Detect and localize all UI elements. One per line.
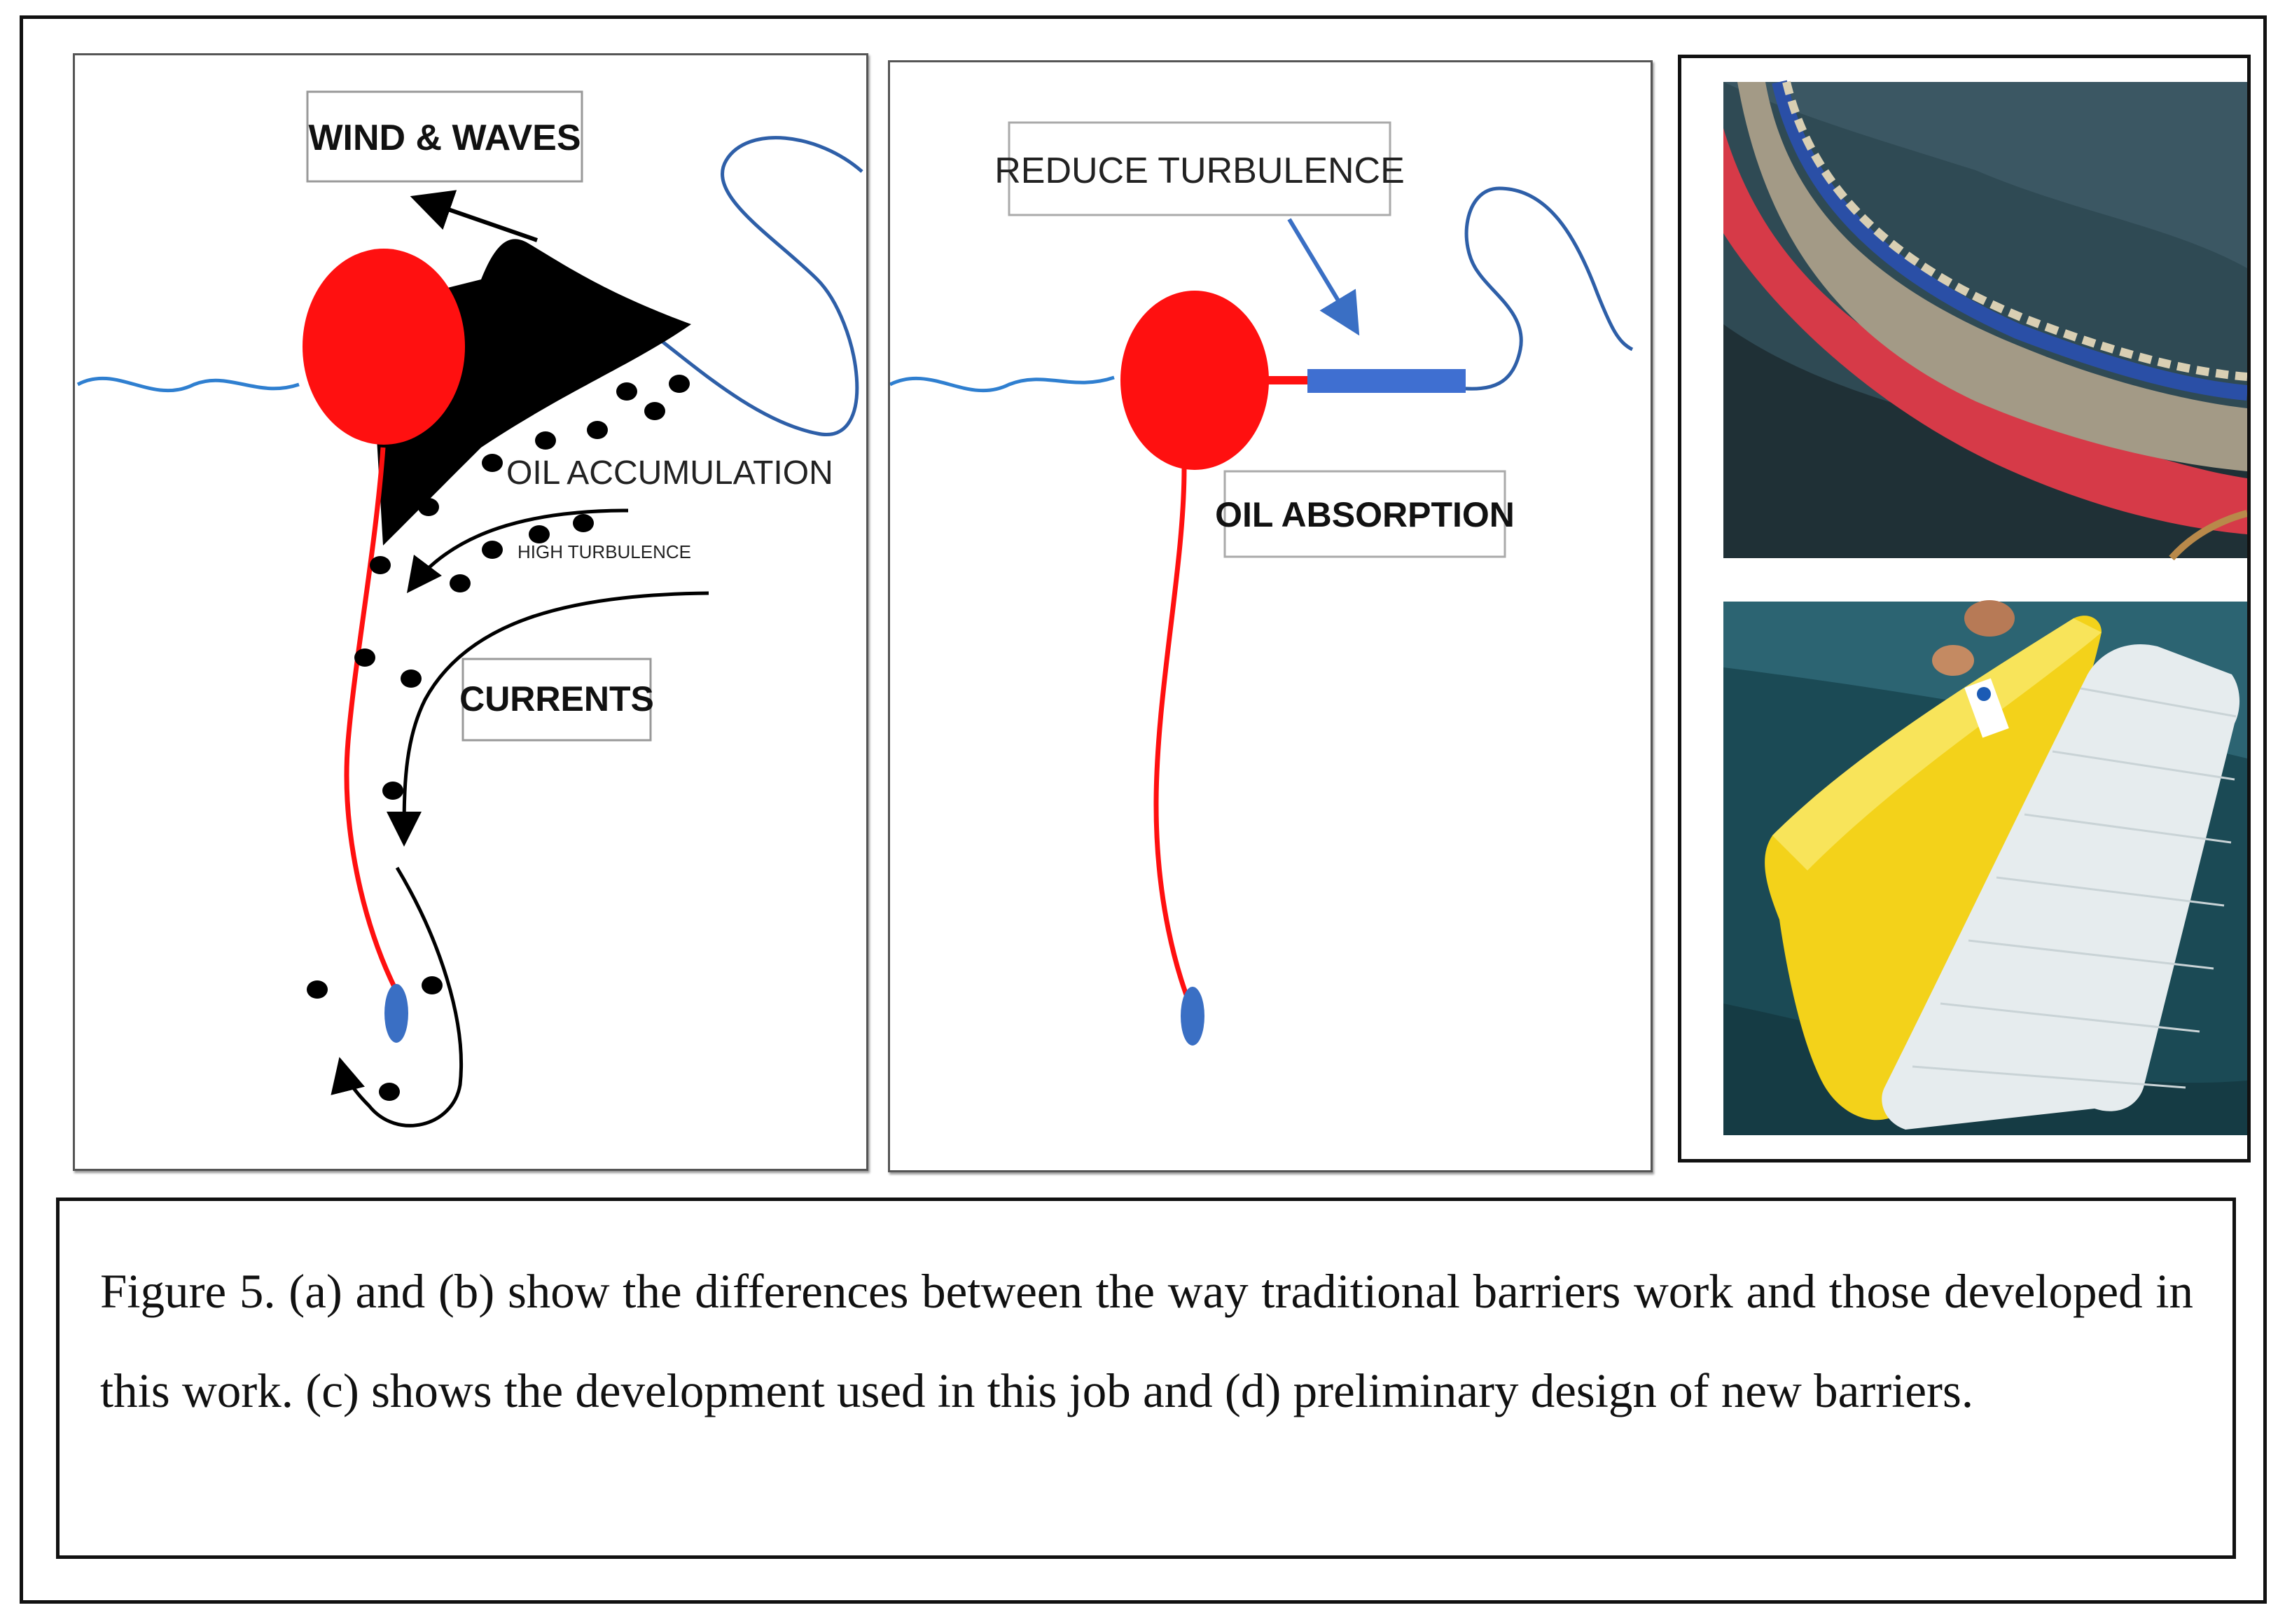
wind-label-box <box>306 90 583 183</box>
current-arrow-bottom <box>331 866 464 1127</box>
oil-droplet <box>354 648 375 667</box>
person-hand <box>1932 645 1974 676</box>
brand-label <box>1964 678 2009 738</box>
currents-label: CURRENTS <box>459 679 654 719</box>
photo-deployed-barrier <box>1723 80 2247 561</box>
water-surface-left <box>890 375 1115 393</box>
float-connector <box>1267 376 1307 384</box>
reduce-turbulence-label: REDUCE TURBULENCE <box>994 151 1405 191</box>
oil-droplet <box>587 421 608 439</box>
reduce-label-box <box>1008 121 1391 216</box>
caption-box: Figure 5. (a) and (b) show the differenc… <box>56 1198 2236 1559</box>
currents-label-box <box>461 658 652 742</box>
oil-droplet <box>482 454 503 472</box>
oil-droplet <box>573 514 594 532</box>
skirt-line <box>1153 468 1194 1009</box>
mat-texture <box>1912 687 2237 1089</box>
absorbent-element <box>1307 369 1466 393</box>
current-arrow-lower <box>387 591 709 847</box>
oil-absorption-label: OIL ABSORPTION <box>1215 495 1515 534</box>
oil-droplet <box>669 375 690 393</box>
current-arrow-upper <box>406 508 629 593</box>
oil-droplet <box>422 976 443 994</box>
panel-b-new-barrier: REDUCE TURBULENCE OIL ABSORPTION <box>888 60 1653 1172</box>
oil-droplets <box>307 375 690 1101</box>
absorption-label-box <box>1223 470 1506 558</box>
photographs <box>1723 80 2247 1135</box>
oil-droplet <box>382 782 403 800</box>
red-boom <box>1723 128 2247 534</box>
wave-curve <box>1457 186 1634 391</box>
oil-droplet <box>529 525 550 543</box>
oil-droplet <box>616 382 637 401</box>
panel-a-traditional-barrier: WIND & WAVES OIL ACCUMULATION HIGH TURBU… <box>73 53 868 1171</box>
oil-droplet <box>450 574 471 592</box>
oil-droplet <box>535 431 556 450</box>
wind-arrow <box>410 190 538 242</box>
reduce-turbulence-arrow <box>1287 218 1360 336</box>
photo-prototype-barrier <box>1723 600 2247 1135</box>
oil-droplet <box>401 669 422 688</box>
oil-droplet <box>379 1083 400 1101</box>
ballast-weight <box>384 984 408 1043</box>
figure-caption: Figure 5. (a) and (b) show the differenc… <box>100 1265 2193 1417</box>
oil-droplet <box>644 402 665 420</box>
yellow-boom <box>1765 616 2102 1120</box>
ballast-weight <box>1181 987 1204 1046</box>
skirt-line <box>344 447 400 994</box>
panel-b-diagram: REDUCE TURBULENCE OIL ABSORPTION <box>890 121 1634 1046</box>
water-surface-left <box>76 376 300 393</box>
oil-droplet <box>482 541 503 559</box>
blue-rope <box>1772 80 2247 401</box>
oil-accumulation-label: OIL ACCUMULATION <box>506 454 833 492</box>
person-head <box>1964 600 2015 637</box>
float-buoy <box>303 249 465 445</box>
panel-a-diagram: WIND & WAVES OIL ACCUMULATION HIGH TURBU… <box>76 90 863 1127</box>
float-buoy <box>1120 291 1269 470</box>
oil-droplet <box>370 556 391 574</box>
absorbent-boom <box>1737 82 2247 471</box>
figure-frame <box>20 15 2267 1604</box>
wind-label: WIND & WAVES <box>308 118 581 158</box>
oil-droplet <box>307 980 328 999</box>
panel-photographs <box>1678 55 2251 1163</box>
high-turbulence-label: HIGH TURBULENCE <box>518 541 691 562</box>
boom-floats <box>1782 81 2247 381</box>
oil-droplet <box>418 498 439 516</box>
